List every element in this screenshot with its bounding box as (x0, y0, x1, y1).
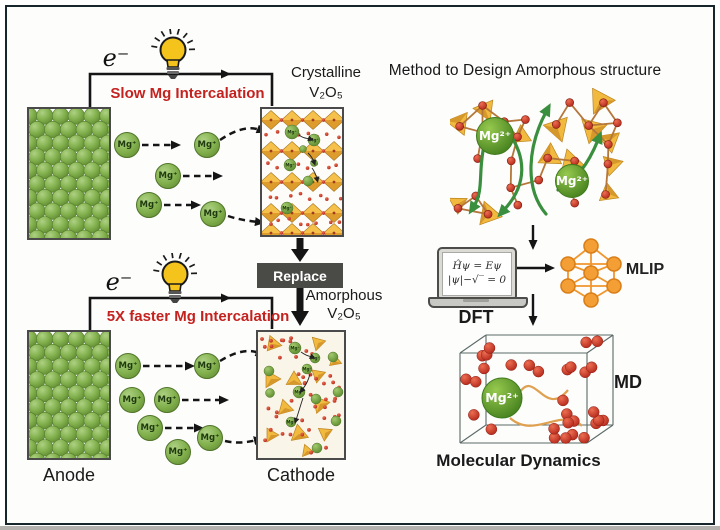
mg-ion: Mg⁺ (114, 132, 140, 158)
mg-ion-label: Mg⁺ (290, 346, 299, 351)
mg-ion: Mg⁺ (136, 192, 162, 218)
amorphous-structure-graphic: Mg⁺ Mg⁺ Mg⁺ Mg⁺ Mg⁺ (260, 334, 344, 457)
dft-label: DFT (458, 306, 494, 327)
anode-spheres (29, 332, 109, 458)
dft-equation-2: |ψ|−√‾ = 0 (447, 274, 507, 286)
mg-ion-label: Mg⁺ (310, 356, 319, 361)
mg2-ion-label: Mg²⁺ (485, 390, 518, 405)
right-panel-title: Method to Design Amorphous structure (388, 62, 662, 79)
mg-ion-label: Mg⁺ (282, 206, 291, 211)
crystalline-label: Crystalline (290, 63, 362, 81)
mg-ion: Mg⁺ (200, 201, 226, 227)
mg2-ion-label: Mg²⁺ (556, 174, 588, 188)
amorphous-network-graphic: Mg²⁺ Mg²⁺ (450, 88, 624, 226)
caption-slow-intercalation: Slow Mg Intercalation (110, 84, 265, 102)
anode-spheres (29, 109, 109, 238)
crystalline-cathode-box: Mg⁺ Mg⁺ Mg⁺ Mg⁺ (260, 107, 344, 237)
crystalline-formula: V₂O₅ (309, 83, 343, 101)
simulation-box-icon: Mg²⁺ (459, 334, 614, 444)
mg-ion-label: Mg⁺ (294, 390, 303, 395)
laptop-notch (463, 299, 489, 302)
replace-step-box: Replace (257, 263, 343, 288)
mg-ion: Mg⁺ (137, 415, 163, 441)
mg-ion: Mg⁺ (155, 163, 181, 189)
mlip-label: MLIP (625, 260, 665, 278)
anode-block-top (27, 107, 111, 240)
mg-ion: Mg⁺ (197, 425, 223, 451)
bottom-edge-strip (0, 526, 720, 530)
anode-block-bottom (27, 330, 111, 460)
mg-ion-label: Mg⁺ (309, 138, 318, 143)
mg-ion: Mg⁺ (194, 132, 220, 158)
mg-ion: Mg⁺ (115, 353, 141, 379)
molecular-dynamics-caption: Molecular Dynamics (436, 451, 601, 470)
dft-equation-1: Ĥψ = Eψ (452, 260, 502, 273)
mg2-ion-label: Mg²⁺ (479, 129, 511, 143)
electron-label-top: e⁻ (102, 44, 130, 72)
amorphous-label: Amorphous (305, 287, 383, 304)
mg-ion-label: Mg⁺ (285, 163, 294, 168)
mg-ion-label: Mg⁺ (302, 367, 311, 372)
crystalline-structure-graphic: Mg⁺ Mg⁺ Mg⁺ Mg⁺ (262, 110, 342, 235)
mg-ion: Mg⁺ (154, 387, 180, 413)
neural-network-icon (560, 238, 622, 308)
cathode-label: Cathode (266, 464, 336, 485)
mg-ion-label: Mg⁺ (286, 420, 295, 425)
laptop-icon: Ĥψ = Eψ |ψ|−√‾ = 0 (437, 247, 517, 301)
md-label: MD (614, 371, 642, 392)
laptop-base (428, 297, 528, 308)
mg-ion: Mg⁺ (119, 387, 145, 413)
mg-ion: Mg⁺ (165, 439, 191, 465)
anode-label: Anode (42, 464, 96, 485)
mg-ion-label: Mg⁺ (287, 130, 296, 135)
lightbulb-icon (153, 253, 198, 303)
electron-label-bottom: e⁻ (105, 268, 133, 296)
amorphous-cathode-box: Mg⁺ Mg⁺ Mg⁺ Mg⁺ Mg⁺ (256, 330, 346, 460)
laptop-screen-content: Ĥψ = Eψ |ψ|−√‾ = 0 (442, 252, 512, 296)
lightbulb-icon (151, 29, 196, 79)
mg-ion: Mg⁺ (194, 353, 220, 379)
amorphous-formula: V₂O₅ (327, 304, 361, 322)
caption-fast-intercalation: 5X faster Mg Intercalation (106, 307, 290, 325)
